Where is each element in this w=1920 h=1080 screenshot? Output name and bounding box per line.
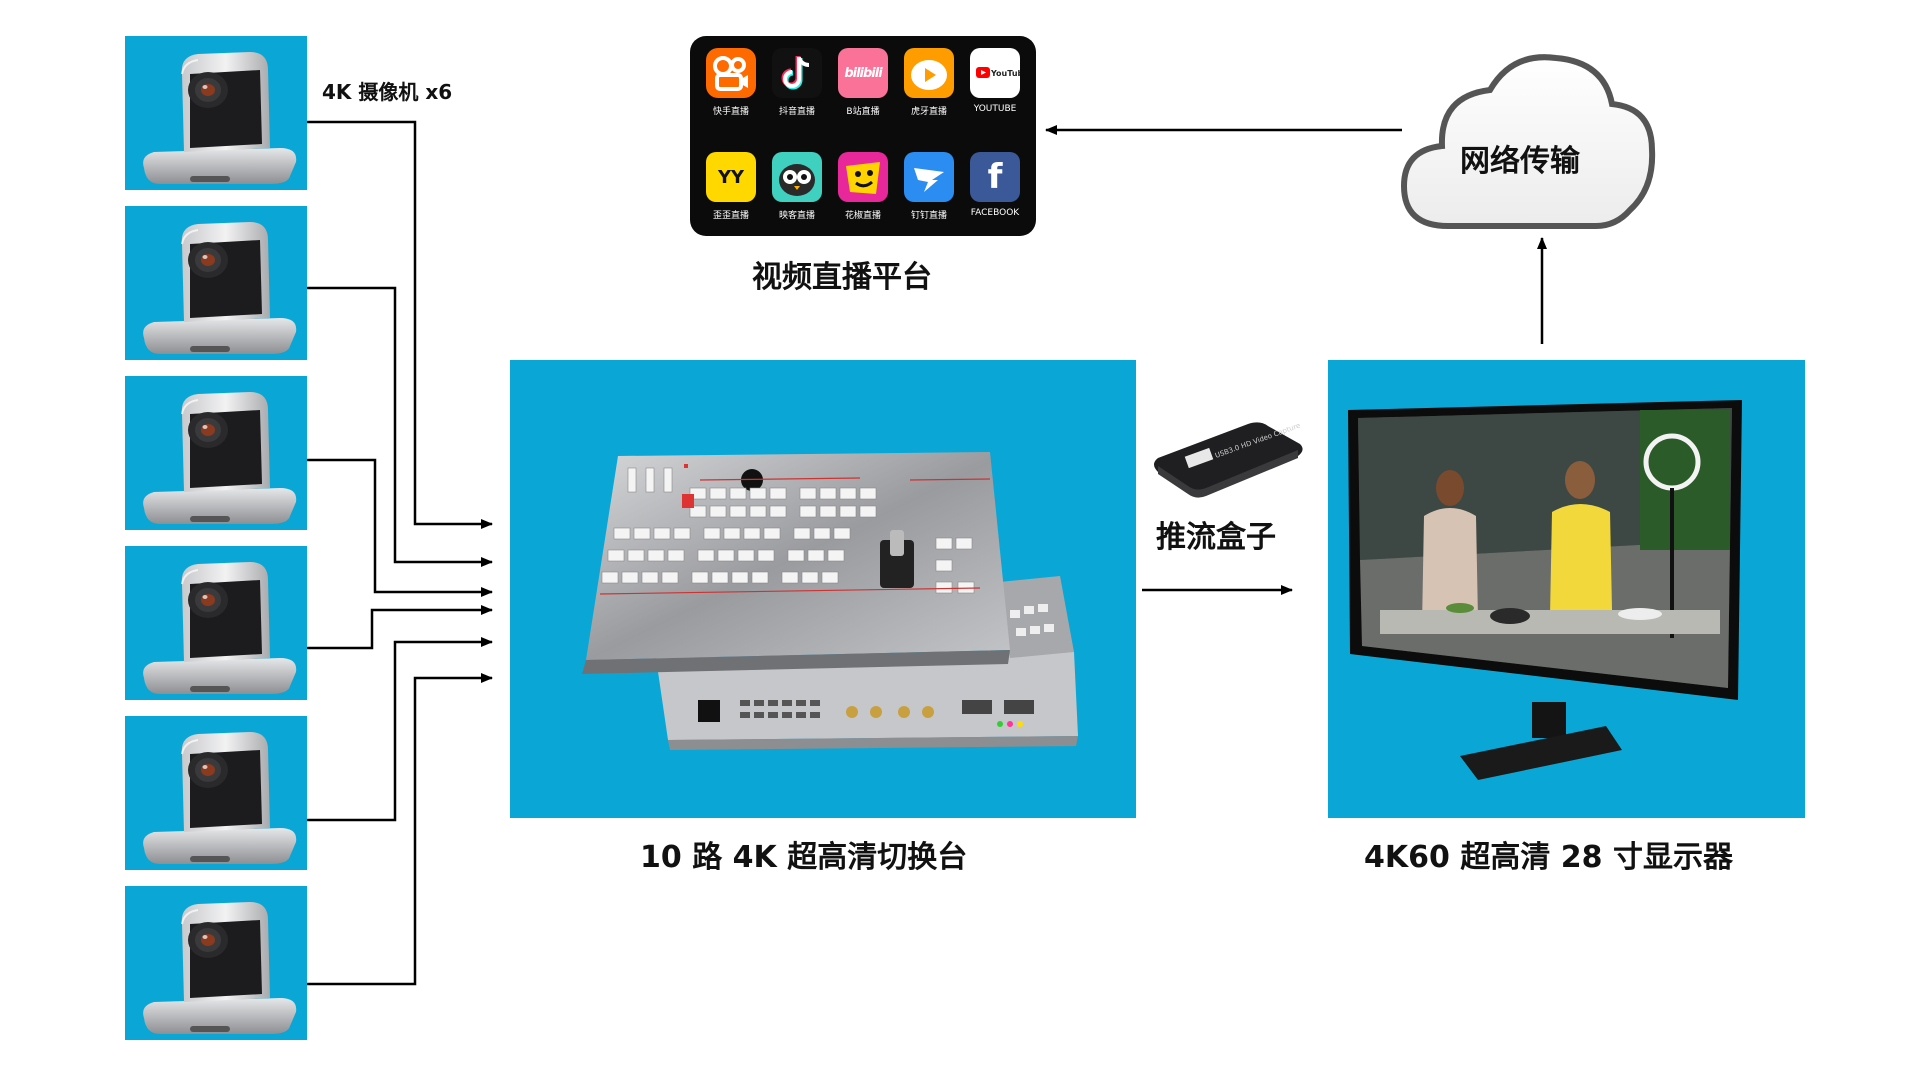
bilibili-icon: bilibili — [838, 48, 888, 98]
cloud-icon — [1400, 54, 1656, 229]
camera-icon-5 — [142, 731, 298, 865]
stream-box-label: 推流盒子 — [1156, 520, 1276, 555]
monitor-label: 4K60 超高清 28 寸显示器 — [1364, 840, 1733, 875]
svg-text:YouTube: YouTube — [990, 69, 1020, 78]
app-label-5: YOUTUBE — [973, 104, 1017, 114]
yy-icon: YY — [706, 152, 756, 202]
stream-box-icon: USB3.0 HD Video Capture — [1154, 421, 1303, 498]
connector-camera-4 — [307, 605, 493, 650]
connector-camera-5 — [307, 637, 493, 822]
camera-icon-3 — [142, 391, 298, 525]
app-label-2: 抖音直播 — [778, 107, 815, 117]
monitor-icon — [1348, 400, 1742, 780]
app-label-7: 映客直播 — [778, 211, 815, 221]
app-label-6: 歪歪直播 — [712, 211, 749, 221]
app-label-1: 快手直播 — [712, 107, 749, 117]
connector-camera-2 — [307, 286, 493, 567]
connector-camera-3 — [307, 458, 493, 597]
camera-icon-4 — [142, 561, 298, 695]
app-label-3: B站直播 — [846, 107, 880, 117]
connector-camera-6 — [307, 673, 493, 986]
switcher-label: 10 路 4K 超高清切换台 — [640, 840, 968, 875]
camera-label: 4K 摄像机 x6 — [322, 80, 453, 104]
app-label-10: FACEBOOK — [970, 208, 1020, 218]
camera-icon-6 — [142, 901, 298, 1035]
switcher-icon — [582, 452, 1078, 750]
huya-icon — [904, 48, 954, 98]
kuaishou-icon — [706, 48, 756, 98]
camera-icon-2 — [142, 221, 298, 355]
huajiao-icon — [838, 152, 888, 202]
inke-icon — [772, 152, 822, 202]
cloud-label: 网络传输 — [1460, 144, 1580, 179]
platform-panel: 快手直播 抖音直播 bilibili B站直播 虎牙直播 YouTube YOU… — [690, 36, 1036, 236]
dingtalk-icon — [904, 152, 954, 202]
connector-camera-1 — [307, 120, 493, 529]
app-label-9: 钉钉直播 — [910, 211, 947, 221]
camera-icon-1 — [142, 51, 298, 185]
app-label-8: 花椒直播 — [844, 211, 881, 221]
youtube-icon: YouTube — [970, 48, 1020, 98]
platform-title: 视频直播平台 — [752, 260, 932, 295]
facebook-icon: f — [970, 152, 1020, 202]
douyin-icon — [772, 48, 822, 98]
app-label-4: 虎牙直播 — [910, 107, 947, 117]
